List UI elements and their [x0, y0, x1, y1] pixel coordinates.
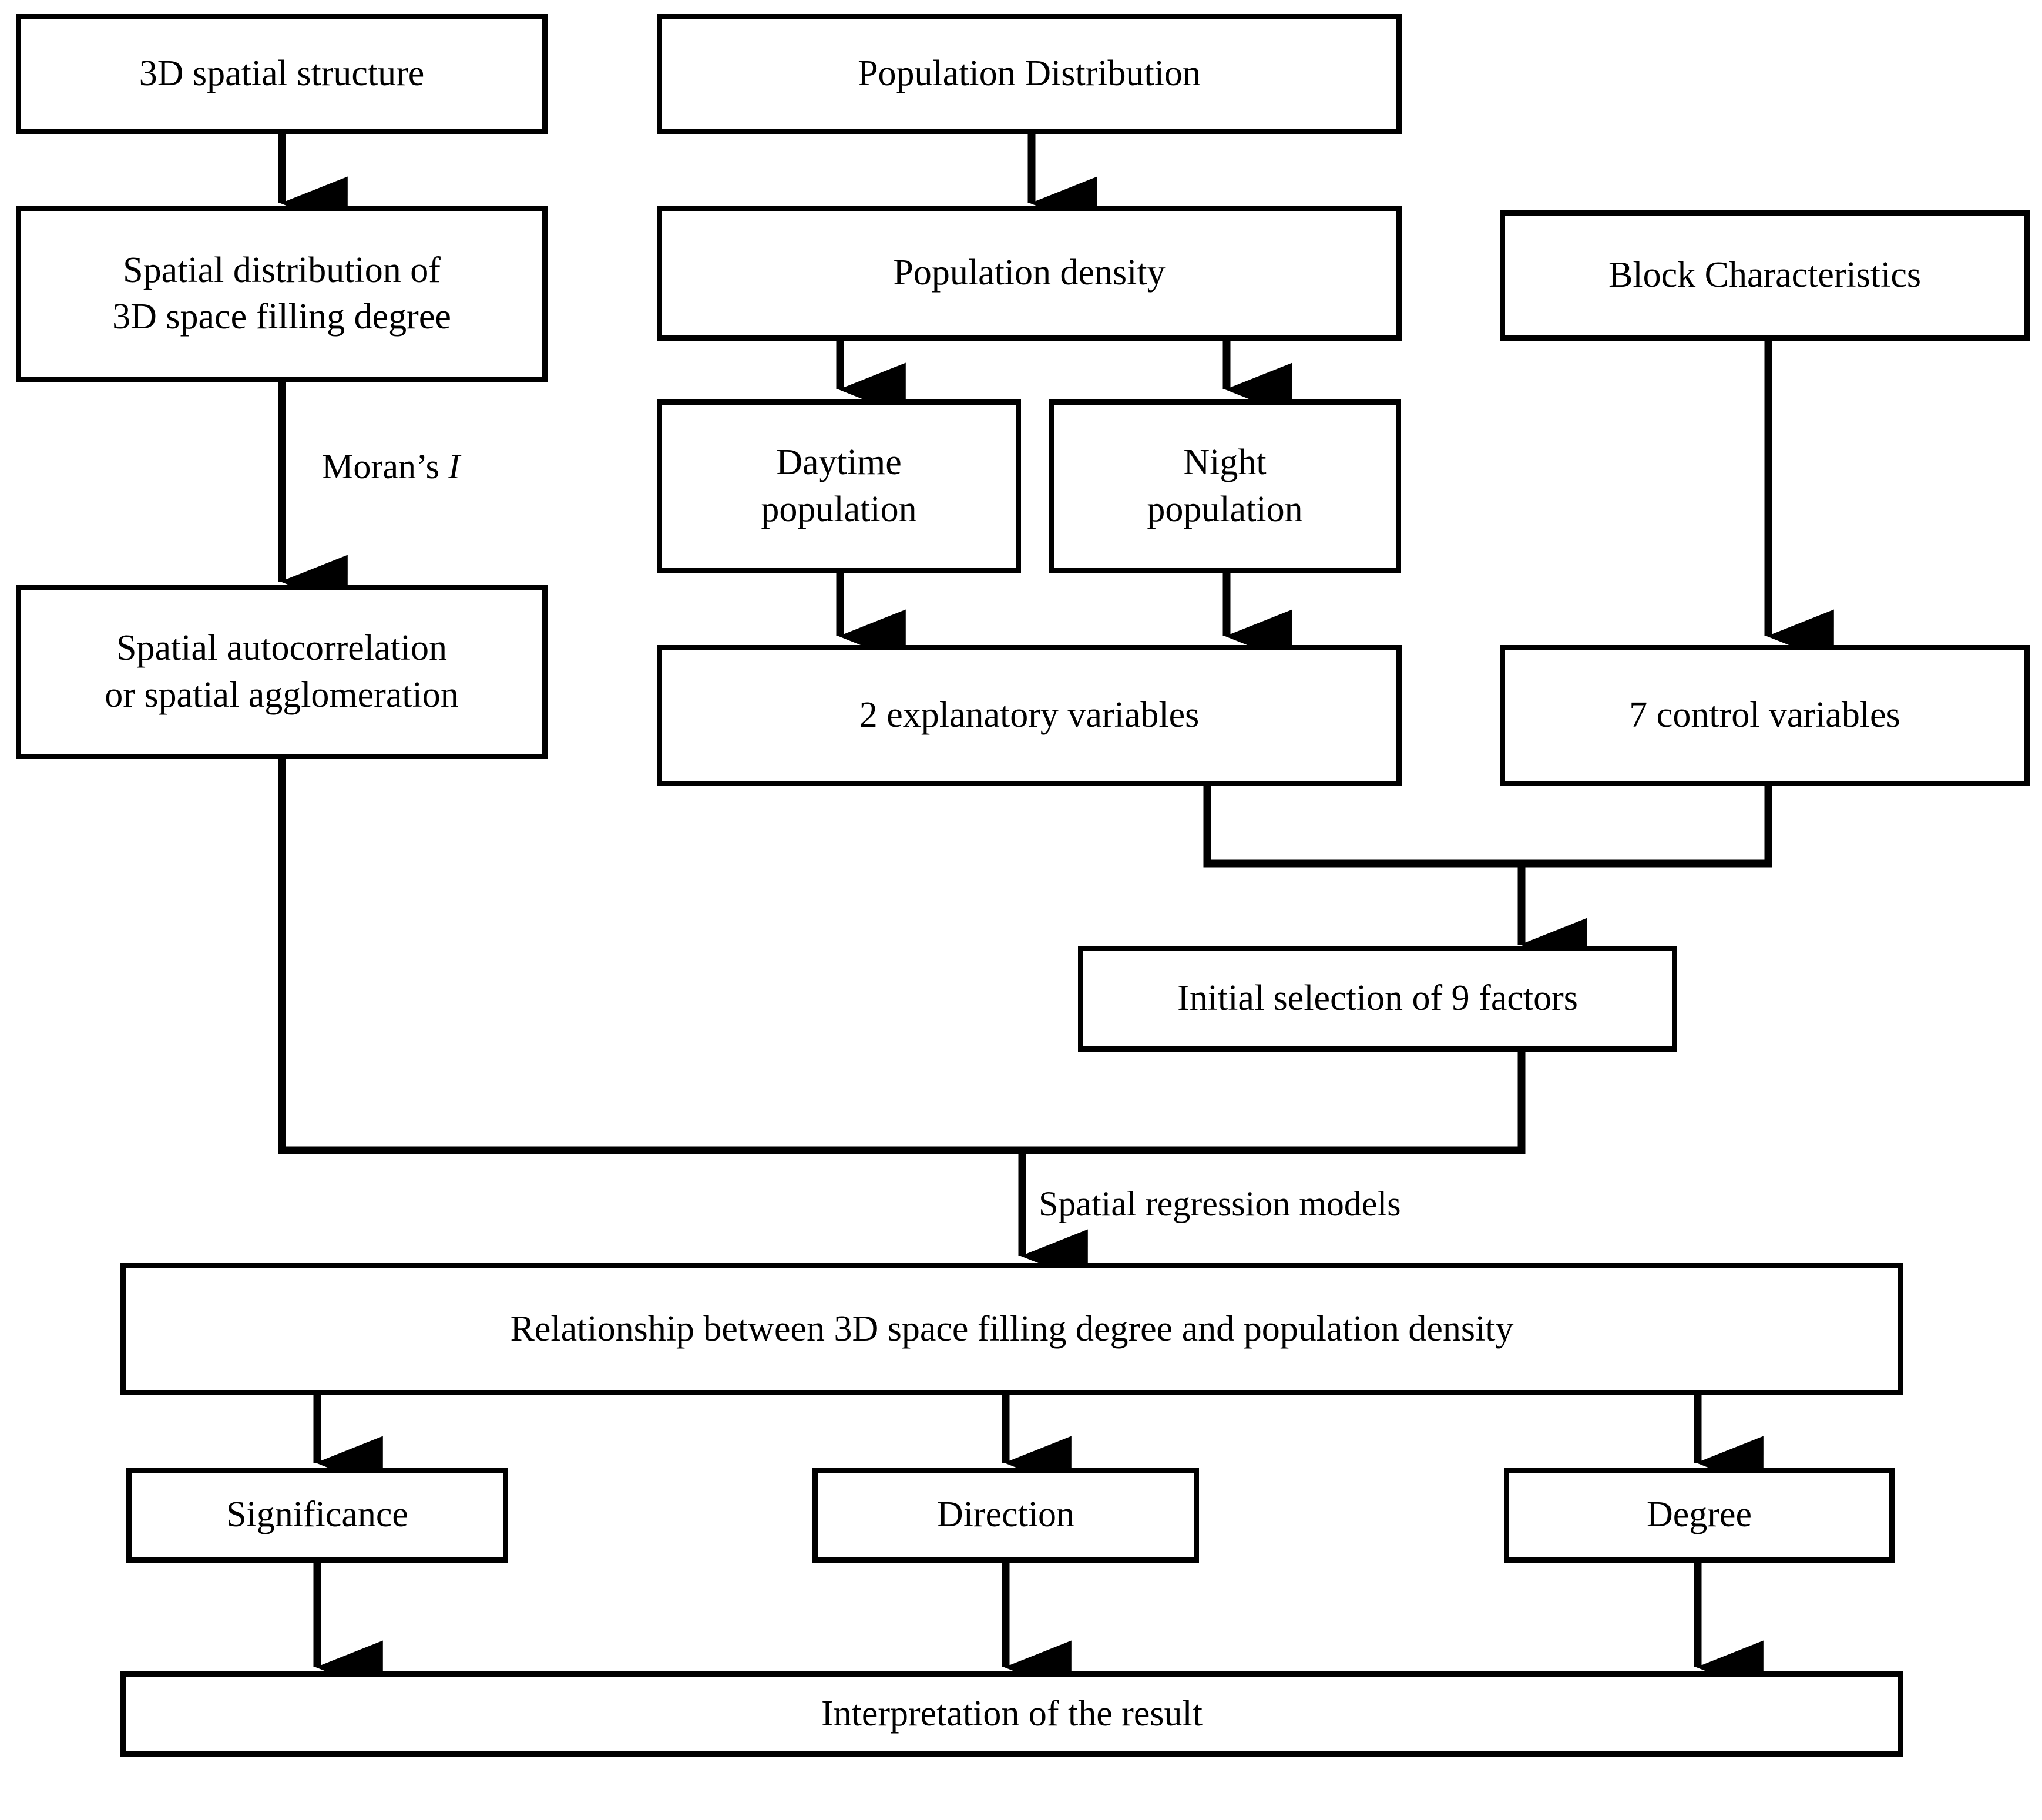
edge-merge-n8-to-junction	[1203, 786, 1522, 868]
edge-n11-to-regression-junction	[282, 1052, 1526, 1154]
node-night-population[interactable]: Night population	[1049, 399, 1401, 573]
node-label: Relationship between 3D space filling de…	[510, 1308, 1514, 1349]
morans-i-symbol: I	[448, 447, 460, 486]
node-label: Population density	[893, 253, 1166, 293]
node-7-control-variables[interactable]: 7 control variables	[1500, 645, 2030, 786]
node-label: Interpretation of the result	[821, 1693, 1203, 1734]
node-label: Block Characteristics	[1608, 255, 1921, 296]
node-label: Population Distribution	[858, 53, 1201, 93]
node-significance[interactable]: Significance	[126, 1468, 508, 1563]
node-label: Spatial distribution of 3D space filling…	[112, 250, 451, 337]
edge-n3-to-regression-junction	[278, 759, 1022, 1154]
node-degree[interactable]: Degree	[1504, 1468, 1895, 1563]
edge-label-spatial-regression-models: Spatial regression models	[1039, 1184, 1401, 1223]
node-population-density[interactable]: Population density	[657, 206, 1402, 341]
node-label: Initial selection of 9 factors	[1177, 978, 1578, 1019]
node-label: Night population	[1147, 442, 1303, 529]
node-direction[interactable]: Direction	[812, 1468, 1199, 1563]
node-label: Daytime population	[761, 442, 917, 529]
node-daytime-population[interactable]: Daytime population	[657, 399, 1021, 573]
node-label: Significance	[226, 1495, 408, 1535]
edge-label-morans-i: Moran’s I	[322, 446, 460, 487]
node-initial-selection-of-9-factors[interactable]: Initial selection of 9 factors	[1078, 946, 1677, 1052]
node-spatial-autocorrelation-or-spatial-agglomeration[interactable]: Spatial autocorrelation or spatial agglo…	[16, 585, 548, 759]
node-population-distribution[interactable]: Population Distribution	[657, 14, 1402, 134]
node-label: 2 explanatory variables	[859, 695, 1200, 736]
node-2-explanatory-variables[interactable]: 2 explanatory variables	[657, 645, 1402, 786]
node-label: 3D spatial structure	[139, 53, 425, 93]
node-label: Spatial autocorrelation or spatial agglo…	[105, 628, 459, 715]
node-relationship-between-3d-space-filling-degree-and-population-density[interactable]: Relationship between 3D space filling de…	[120, 1263, 1903, 1395]
node-label: Direction	[936, 1495, 1075, 1535]
node-block-characteristics[interactable]: Block Characteristics	[1500, 210, 2030, 341]
node-spatial-distribution-of-3d-space-filling-degree[interactable]: Spatial distribution of 3D space filling…	[16, 206, 548, 382]
morans-i-text: Moran’s	[322, 447, 448, 486]
edge-merge-n10-to-junction	[1522, 786, 1772, 868]
node-3d-spatial-structure[interactable]: 3D spatial structure	[16, 14, 548, 134]
node-label: Degree	[1647, 1495, 1752, 1535]
node-interpretation-of-the-result[interactable]: Interpretation of the result	[120, 1671, 1903, 1757]
node-label: 7 control variables	[1629, 695, 1900, 736]
